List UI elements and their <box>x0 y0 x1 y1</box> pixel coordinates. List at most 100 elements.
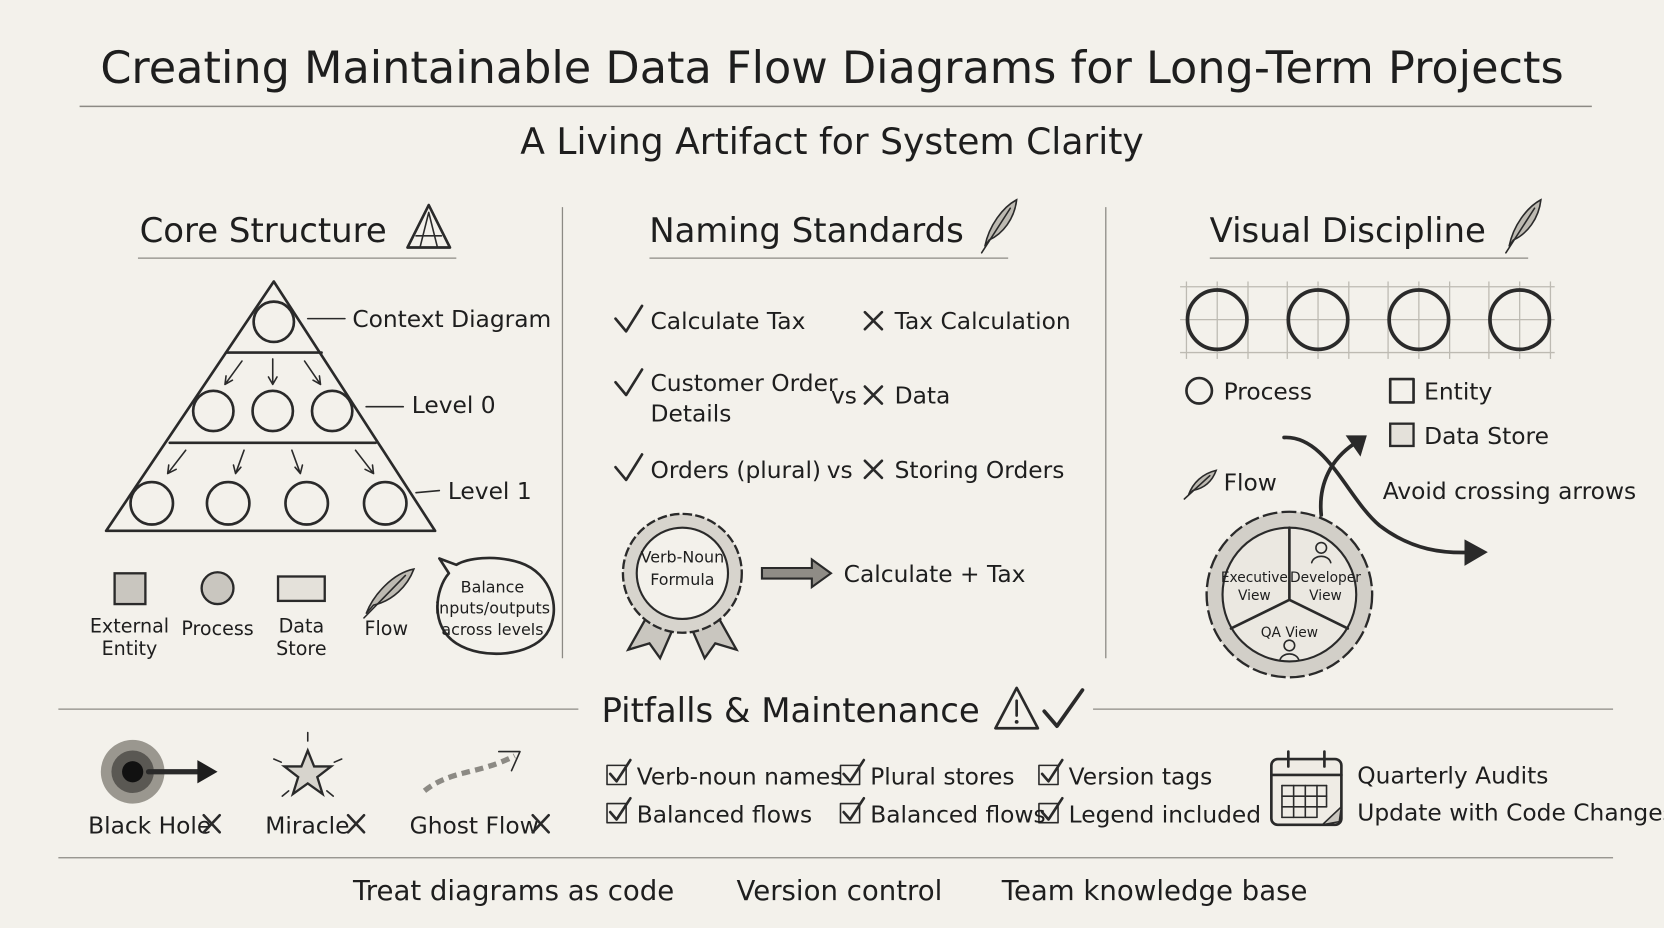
checkbox-icon <box>606 796 632 824</box>
level-label-context: Context Diagram <box>352 305 551 333</box>
maintenance-checklist: Verb-noun names Plural stores Version ta… <box>606 758 1261 829</box>
legend-process: Process <box>181 617 253 640</box>
x-icon <box>531 813 550 834</box>
data-store-icon <box>1389 422 1415 448</box>
naming-standards-section: Naming Standards Calculate Tax Tax Calcu… <box>614 198 1071 661</box>
footer-item: Team knowledge base <box>1001 874 1308 907</box>
bad-name: Storing Orders <box>895 456 1065 484</box>
process-circle <box>191 389 235 433</box>
checkbox-icon <box>606 758 632 786</box>
bad-name: Data <box>895 382 951 410</box>
view-label-developer: Developer <box>1290 570 1361 586</box>
section-heading: Pitfalls & Maintenance <box>601 691 979 731</box>
good-name: Orders (plural) <box>651 456 822 484</box>
process-circle <box>284 480 330 526</box>
good-name: Details <box>651 400 732 428</box>
legend-process: Process <box>1224 377 1313 405</box>
audience-views-gear: Executive View Developer View QA View <box>1205 510 1374 679</box>
checklist-item: Balanced flows <box>637 801 812 829</box>
data-store-icon <box>276 575 326 603</box>
process-circle <box>1286 288 1350 352</box>
checklist-item: Legend included <box>1069 801 1261 829</box>
core-structure-section: Core Structure <box>90 203 556 660</box>
process-circle <box>205 480 251 526</box>
process-circle <box>1185 288 1249 352</box>
badge-text: Formula <box>650 570 714 589</box>
level-label-1: Level 1 <box>448 477 532 505</box>
checklist-item: Verb-noun names <box>637 762 843 790</box>
level-label-0: Level 0 <box>412 391 496 419</box>
vs-label: vs <box>827 456 853 484</box>
view-label-qa: QA View <box>1261 625 1318 641</box>
process-circle <box>310 389 354 433</box>
page-subtitle: A Living Artifact for System Clarity <box>520 121 1144 163</box>
antipattern-black-hole: Black Hole <box>88 811 211 839</box>
process-circle <box>362 480 408 526</box>
feather-icon <box>1505 198 1542 254</box>
good-name: Customer Order <box>651 369 838 397</box>
legend-data-store: Data <box>279 615 325 638</box>
footer-item: Treat diagrams as code <box>352 874 674 907</box>
legend-external-entity: External <box>90 615 169 638</box>
checkbox-icon <box>839 796 866 824</box>
external-entity-icon <box>113 572 147 606</box>
checkbox-icon <box>1038 796 1064 824</box>
pitfalls-section: Pitfalls & Maintenance Black Hole Miracl… <box>58 686 1664 839</box>
entity-icon <box>1388 377 1415 404</box>
footer-item: Version control <box>737 874 943 907</box>
section-heading: Core Structure <box>140 211 387 251</box>
decomposition-arrows <box>166 358 375 475</box>
section-heading: Visual Discipline <box>1210 211 1486 251</box>
formula-result: Calculate + Tax <box>844 560 1026 588</box>
x-icon <box>863 310 884 331</box>
award-badge-icon: Verb-Noun Formula <box>621 512 743 661</box>
legend-data-store: Data Store <box>1424 422 1549 450</box>
view-label-executive: Executive <box>1221 570 1288 586</box>
process-icon <box>200 571 235 606</box>
checklist-item: Plural stores <box>870 762 1014 790</box>
bad-name: Tax Calculation <box>894 307 1071 335</box>
x-icon <box>346 813 366 834</box>
legend-flow: Flow <box>364 617 408 640</box>
legend-data-store: Store <box>276 637 326 660</box>
process-icon <box>1185 376 1214 405</box>
bubble-text: across levels <box>441 620 543 639</box>
user-icon <box>1279 639 1300 662</box>
process-circle <box>251 389 295 433</box>
ghost-flow-icon <box>422 750 521 793</box>
x-icon <box>202 813 222 834</box>
calendar-icon <box>1270 750 1343 827</box>
feather-icon <box>363 567 416 619</box>
alignment-grid <box>1180 281 1555 359</box>
warning-icon <box>994 686 1040 730</box>
antipattern-miracle: Miracle <box>265 811 349 839</box>
visual-discipline-section: Visual Discipline Process Entity Data St… <box>1180 198 1636 679</box>
feather-icon <box>1183 469 1218 500</box>
bubble-text: Balance <box>461 577 524 596</box>
vs-label: vs <box>831 382 857 410</box>
page-title: Creating Maintainable Data Flow Diagrams… <box>100 42 1563 94</box>
check-icon <box>614 453 644 482</box>
checkbox-icon <box>1038 758 1064 786</box>
check-icon <box>614 304 644 333</box>
process-circle <box>1387 288 1451 352</box>
view-label-executive: View <box>1238 588 1271 604</box>
x-icon <box>863 385 884 405</box>
legend-entity: Entity <box>1424 377 1492 405</box>
antipattern-ghost-flow: Ghost Flow <box>410 811 539 839</box>
section-heading: Naming Standards <box>649 211 964 251</box>
process-circle <box>1488 288 1552 352</box>
maintenance-item: Update with Code Changes <box>1357 799 1664 827</box>
good-name: Calculate Tax <box>651 307 806 335</box>
process-circle <box>252 300 296 344</box>
legend-flow: Flow <box>1224 469 1277 497</box>
check-icon <box>1042 688 1085 728</box>
symbol-legend: External Entity Process Data Store Flow <box>90 567 416 660</box>
check-icon <box>614 368 644 397</box>
maintenance-item: Quarterly Audits <box>1357 761 1548 789</box>
warning-triangle-icon <box>406 203 452 249</box>
speech-bubble: Balance inputs/outputs across levels <box>435 556 556 655</box>
avoid-crossing-label: Avoid crossing arrows <box>1383 477 1636 505</box>
arrow-right-icon <box>760 557 833 590</box>
